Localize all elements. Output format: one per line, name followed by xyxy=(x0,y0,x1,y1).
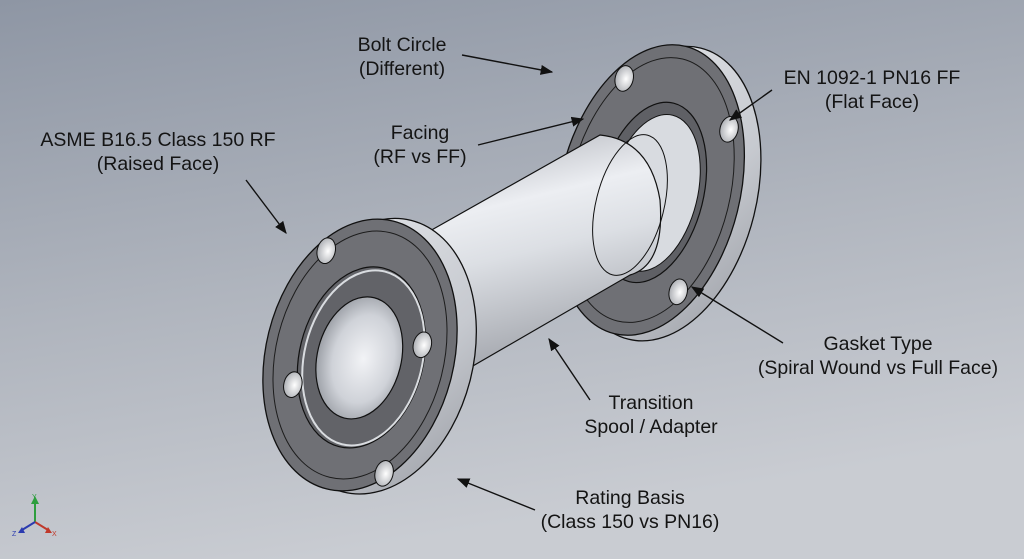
axis-x-line xyxy=(34,521,49,531)
bolt-hole xyxy=(668,278,688,306)
arrow-facing xyxy=(477,116,585,146)
axis-y-label: Y xyxy=(32,494,37,501)
callout-facing: Facing (RF vs FF) xyxy=(373,121,466,169)
callout-rating-line1: Rating Basis xyxy=(575,487,685,509)
spool-end-ring xyxy=(592,134,668,276)
left-flange xyxy=(262,217,477,495)
arrow-en1092 xyxy=(728,89,773,121)
axis-z-label: Z xyxy=(12,531,17,538)
callout-asme-line1: ASME B16.5 Class 150 RF xyxy=(40,129,276,151)
callout-en1092: EN 1092-1 PN16 FF (Flat Face) xyxy=(784,66,961,114)
left-bore xyxy=(315,296,404,420)
callout-asme: ASME B16.5 Class 150 RF (Raised Face) xyxy=(40,128,275,176)
axis-y-arrow-icon xyxy=(31,496,39,504)
callout-asme-line2: (Raised Face) xyxy=(96,153,220,175)
arrow-asme xyxy=(245,179,287,235)
bolt-hole xyxy=(283,371,303,398)
callout-rating-line2: (Class 150 vs PN16) xyxy=(540,511,720,533)
bolt-hole xyxy=(374,460,394,487)
callout-transition: Transition Spool / Adapter xyxy=(584,391,717,439)
callout-en1092-line2: (Flat Face) xyxy=(824,91,920,113)
callout-rating: Rating Basis (Class 150 vs PN16) xyxy=(541,486,720,534)
callout-facing-line1: Facing xyxy=(390,122,450,144)
axis-x-label: X xyxy=(52,531,57,538)
callout-gasket: Gasket Type (Spiral Wound vs Full Face) xyxy=(758,332,998,380)
callout-bolt-circle: Bolt Circle (Different) xyxy=(358,33,447,81)
callout-gasket-line1: Gasket Type xyxy=(823,333,933,355)
axis-z-arrow-icon xyxy=(18,527,25,533)
callout-transition-line1: Transition xyxy=(608,392,694,414)
leader-arrows xyxy=(245,54,784,511)
bolt-hole xyxy=(412,331,433,359)
arrow-bolt-circle xyxy=(461,54,554,75)
arrow-transition xyxy=(548,337,591,401)
axis-x-arrow-icon xyxy=(45,527,52,533)
callout-en1092-line1: EN 1092-1 PN16 FF xyxy=(783,67,961,89)
callout-bolt-circle-line2: (Different) xyxy=(358,58,446,80)
left-bolt-circle-line xyxy=(272,230,448,480)
callout-bolt-circle-line1: Bolt Circle xyxy=(357,34,447,56)
axis-triad: Y X Z xyxy=(12,494,57,538)
callout-transition-line2: Spool / Adapter xyxy=(584,416,718,438)
callout-gasket-line2: (Spiral Wound vs Full Face) xyxy=(757,357,999,379)
axis-z-line xyxy=(21,521,36,531)
callout-facing-line2: (RF vs FF) xyxy=(373,146,467,168)
left-raised-face-edge xyxy=(301,269,426,447)
arrow-rating xyxy=(456,478,536,511)
arrow-gasket xyxy=(690,286,784,344)
bolt-hole xyxy=(614,65,635,92)
bolt-hole xyxy=(316,237,337,265)
